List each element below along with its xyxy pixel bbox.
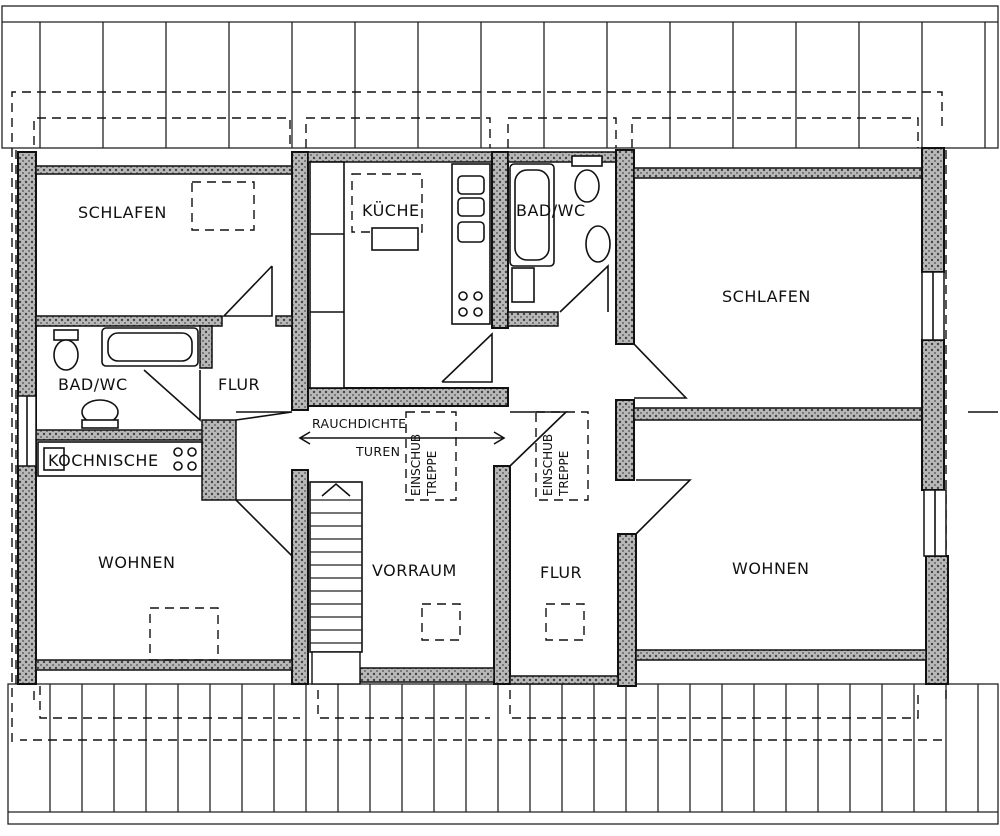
room-label-kueche: KÜCHE [362,201,420,220]
room-label-bad-right: BAD/WC [516,201,586,220]
room-label-vorraum: VORRAUM [372,561,457,580]
room-label-flur-right: FLUR [540,563,582,582]
room-label-bad-left: BAD/WC [58,375,128,394]
room-label-wohnen-left: WOHNEN [98,553,176,572]
annotation-rauchdichte: RAUCHDICHTE [312,416,406,431]
roof-top [1,5,999,149]
annotation-einschub-center-2: TREPPE [425,451,439,497]
room-label-flur-left: FLUR [218,375,260,394]
annotation-einschub-right-1: EINSCHUB [541,434,555,496]
annotation-einschub-center-1: EINSCHUB [409,434,423,496]
annotation-einschub-right-2: TREPPE [557,451,571,497]
room-label-kochnische: KOCHNISCHE [48,451,159,470]
room-label-schlafen-left: SCHLAFEN [78,203,167,222]
room-label-schlafen-right: SCHLAFEN [722,287,811,306]
rauchdichte-arrow [298,431,506,445]
roof-bottom [7,683,999,825]
windows [17,271,947,557]
stairs [309,481,363,685]
door-swings [143,264,692,558]
annotation-turen: TUREN [355,444,400,459]
fixtures [37,155,611,661]
room-label-wohnen-right: WOHNEN [732,559,810,578]
